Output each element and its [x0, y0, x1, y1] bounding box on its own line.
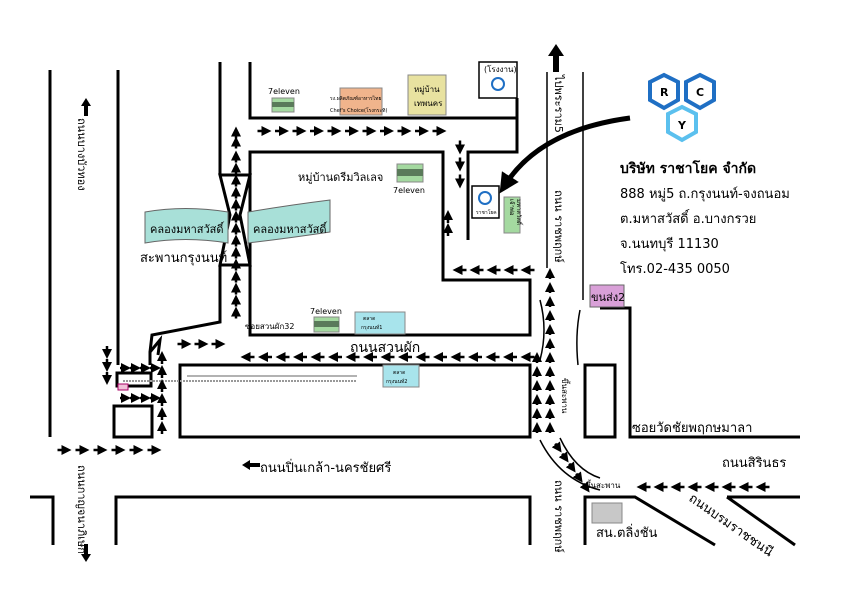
direction-arrow [565, 461, 576, 473]
canal-left [144, 208, 229, 244]
arrow-left-icon [242, 460, 260, 470]
road-label-bang-bua-thong: ถนนบางบัวทอง [75, 118, 88, 191]
thephanakorn-village: หมู่บ้าน เทพนคร [407, 74, 447, 116]
svg-text:หมู่บ้าน: หมู่บ้าน [414, 85, 440, 95]
road-label-ratchaphruek-bottom: ถนน ราชพฤกษ์ [552, 480, 565, 553]
rachayok-location: ราชาโยค [471, 185, 500, 219]
chefs-choice-factory: รง.ผลิตภัณฑ์อาหารไทย Chef's Choice(โรงกร… [330, 87, 387, 116]
road-label-sirindhorn: ถนนสิรินธร [722, 456, 786, 471]
road-label-soi-wat: ซอยวัดชัยพฤกษมาลา [632, 421, 752, 436]
svg-text:รง.ผลิตภัณฑ์อาหารไทย: รง.ผลิตภัณฑ์อาหารไทย [330, 95, 381, 102]
north-arrow-icon [548, 44, 564, 72]
small-pink-marker [117, 383, 129, 391]
arrow-up-icon [81, 98, 91, 116]
svg-text:เจ้าพ่อ: เจ้าพ่อ [508, 199, 515, 216]
svg-text:เทพนคร: เทพนคร [414, 99, 443, 108]
svg-text:Chef's Choice(โรงกระทิ): Chef's Choice(โรงกระทิ) [330, 107, 387, 114]
company-name: บริษัท ราชาโยค จำกัด [620, 159, 756, 177]
direction-arrow [572, 471, 583, 483]
company-address-2: ต.มหาสวัสดิ์ อ.บางกรวย [620, 209, 756, 227]
up-bridge-label-1: ขึ้นสะพาน [560, 378, 571, 414]
svg-text:Y: Y [677, 119, 687, 132]
company-address-3: จ.นนทบุรี 11130 [620, 236, 719, 252]
svg-text:ราชาโยค: ราชาโยค [476, 209, 497, 216]
market-krungnon-1: ตลาด กรุงนนท์1 [354, 311, 406, 335]
taling-chan-police: สน.ตลิ่งชัน [591, 502, 658, 541]
svg-text:ตลาด: ตลาด [393, 370, 405, 376]
seven-eleven-3: 7eleven [310, 307, 342, 333]
canal-label-2: คลองมหาสวัสดิ์ [253, 221, 328, 236]
road-lines [30, 62, 800, 547]
pointer-arrow [499, 115, 631, 194]
up-bridge-label-2: ขึ้นสะพาน [585, 479, 621, 490]
canal-right [247, 199, 331, 244]
direction-arrows [57, 126, 770, 493]
direction-arrow [551, 441, 562, 453]
road-label-to-rama5: ไปพระราม5 [552, 74, 565, 133]
seven-eleven-2: 7eleven [393, 163, 425, 195]
chao-pho-shrine: เจ้าพ่อ มหาสวัสดิ์ [503, 196, 524, 234]
bridge-label: สะพานกรุงนนท์ [140, 250, 227, 266]
svg-text:สน.ตลิ่งชัน: สน.ตลิ่งชัน [596, 524, 658, 541]
svg-text:(โรงงาน): (โรงงาน) [484, 64, 517, 74]
soi-suan-phak-32-label: ซอยสวนผัก32 [245, 322, 294, 331]
arrow-down-icon [81, 544, 91, 562]
dream-village-label: หมู่บ้านดรีมวิลเลจ [298, 171, 383, 184]
svg-text:กรุงนนท์1: กรุงนนท์1 [361, 324, 382, 331]
svg-text:ขนส่ง2: ขนส่ง2 [591, 291, 625, 304]
seven-eleven-1: 7eleven [268, 87, 300, 113]
direction-arrow [558, 451, 569, 463]
company-logo: R C Y [648, 72, 716, 143]
svg-text:ตลาด: ตลาด [363, 316, 375, 322]
market-krungnon-2: ตลาด กรุงนนท์2 [382, 364, 420, 388]
transport-2: ขนส่ง2 [589, 284, 625, 308]
bridge-shape [218, 173, 252, 267]
road-label-suan-phak: ถนนสวนผัก [350, 340, 420, 356]
svg-text:R: R [660, 86, 669, 99]
direction-arrow [579, 481, 590, 493]
company-phone: โทร.02-435 0050 [620, 261, 730, 277]
factory-marker: (โรงงาน) [478, 61, 518, 99]
road-label-pin-klao: ถนนปิ่นเกล้า-นครชัยศรี [260, 459, 391, 476]
svg-text:7eleven: 7eleven [268, 87, 300, 96]
road-label-ratchaphruek-top: ถนน ราชพฤกษ์ [552, 190, 565, 263]
svg-text:C: C [696, 86, 704, 99]
svg-text:7eleven: 7eleven [393, 186, 425, 195]
svg-text:มหาสวัสดิ์: มหาสวัสดิ์ [515, 199, 524, 226]
road-label-kanchanaphisek: ถนนกาญจนาภิเษก [75, 465, 88, 554]
svg-text:กรุงนนท์2: กรุงนนท์2 [386, 378, 407, 385]
canal-label-1: คลองมหาสวัสดิ์ [150, 221, 225, 236]
svg-text:7eleven: 7eleven [310, 307, 342, 316]
company-address-1: 888 หมู่5 ถ.กรุงนนท์-จงถนอม [620, 186, 790, 202]
